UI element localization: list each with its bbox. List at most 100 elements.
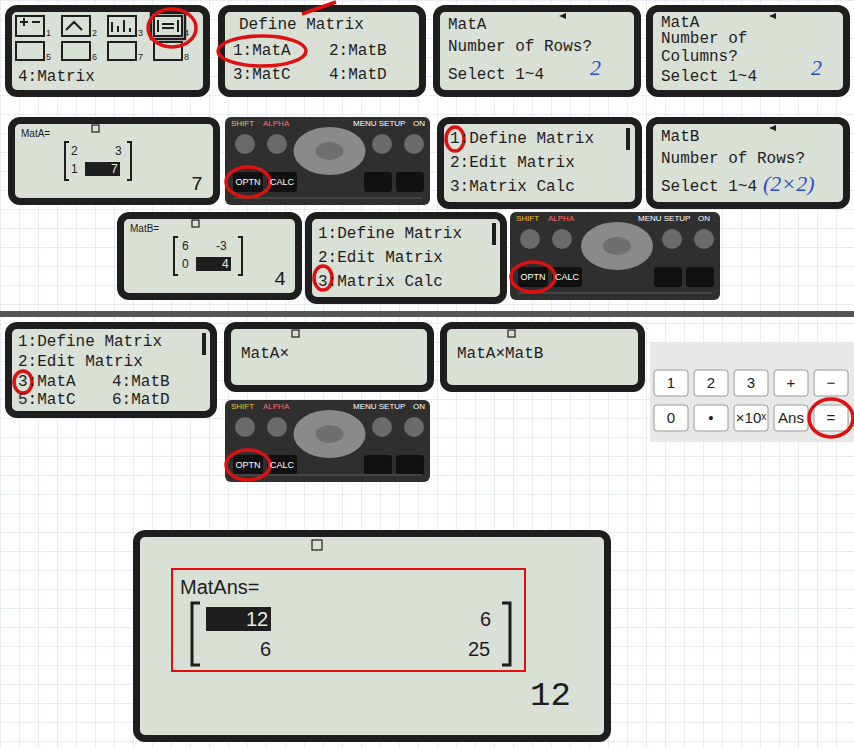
screen-text: Number of Columns? — [661, 30, 761, 66]
key-label: 0 — [654, 409, 688, 427]
calculator-screen: MatAns= 12 6 6 25 12 — [133, 530, 611, 742]
calculator-screen: MatANumber of Columns? Select 1~4 2 — [646, 5, 850, 97]
screen-text: 3:Matrix Calc — [450, 178, 575, 196]
screen-text: MatB — [661, 128, 699, 146]
calculator-screen: Define Matrix1:MatA2:MatB3:MatC4:MatD — [218, 5, 426, 97]
screen-text: 3 — [138, 28, 143, 38]
screen-text: 25 — [468, 637, 490, 661]
key-label: CALC — [267, 459, 297, 471]
screen-text: 12 — [530, 677, 571, 715]
key-label: MENU SETUP — [353, 119, 405, 129]
key-label: = — [814, 409, 848, 427]
keypad-illustration — [510, 212, 720, 300]
screen-text: 5:MatC — [18, 391, 76, 409]
screen-text: 2 — [92, 28, 97, 38]
key-label: MENU SETUP — [353, 402, 405, 412]
calculator-screen: MatB=6-3044 — [117, 212, 302, 300]
screen-text: 6 — [182, 239, 189, 253]
key-label: OPTN — [233, 459, 263, 471]
screen-text: 6:MatD — [112, 391, 170, 409]
keypad-group — [225, 117, 854, 482]
screen-text: 12 — [206, 607, 271, 631]
screen-text: Number of Rows? — [448, 38, 592, 56]
key-label: 2 — [694, 374, 728, 392]
screen-text: 1:Define Matrix — [18, 333, 162, 351]
number-keypad — [650, 342, 854, 442]
screen-text: 3:Matrix Calc — [318, 273, 443, 291]
screen-text: 6 — [260, 637, 271, 661]
key-label: ALPHA — [263, 119, 289, 129]
key-label: SHIFT — [231, 119, 254, 129]
screen-text: 1 — [71, 162, 78, 176]
handwritten-note: (2×2) — [763, 172, 815, 196]
screen-text: 3:MatA — [18, 373, 76, 391]
separator-bar — [0, 311, 854, 317]
screen-text: 4:MatD — [329, 66, 387, 84]
screen-text: -3 — [216, 239, 227, 253]
screen-text: 2 — [71, 144, 78, 158]
screen-text: 3 — [115, 144, 122, 158]
keypad-illustration — [225, 117, 430, 205]
key-label: ALPHA — [548, 214, 574, 224]
screen-text: 7 — [191, 174, 203, 196]
calculator-screen: 1:Define Matrix2:Edit Matrix3:Matrix Cal… — [437, 117, 642, 209]
screen-text: 2:Edit Matrix — [18, 353, 143, 371]
key-label: Ans — [774, 409, 808, 427]
screen-text: 4:MatB — [112, 373, 170, 391]
key-label: 1 — [654, 374, 688, 392]
calculator-screen: MatBNumber of Rows?Select 1~4(2×2) — [646, 117, 850, 209]
key-label: + — [774, 374, 808, 392]
screen-text: Select 1~4 — [661, 178, 757, 196]
handwritten-note: 2 — [811, 56, 822, 80]
key-label: SHIFT — [231, 402, 254, 412]
key-label: CALC — [267, 176, 297, 188]
screen-text: 4 — [274, 269, 286, 291]
key-label: OPTN — [518, 271, 548, 283]
key-label: • — [694, 409, 728, 427]
calculator-screen: MatA Number of Rows? Select 1~4 2 — [433, 5, 641, 97]
screen-text: 7 — [138, 52, 143, 62]
screen-text: 2:MatB — [329, 42, 387, 60]
handwritten-note: 2 — [590, 56, 601, 80]
key-label: MENU SETUP — [638, 214, 690, 224]
screen-text: 2:Edit Matrix — [318, 249, 443, 267]
screen-text: MatA — [448, 16, 486, 34]
key-label: ON — [413, 119, 425, 129]
calculator-screen: 1:Define Matrix 2:Edit Matrix 3:Matrix Cal… — [305, 212, 507, 304]
screen-text: Define Matrix — [239, 16, 364, 34]
key-label: ON — [698, 214, 710, 224]
key-label: − — [814, 374, 848, 392]
keypad-illustration — [225, 400, 430, 482]
key-label: ALPHA — [263, 402, 289, 412]
screen-text: MatA — [661, 14, 699, 32]
screen-text: 7 — [85, 162, 120, 176]
screen-text: 4 — [184, 28, 189, 38]
screen-text: 3:MatC — [233, 66, 291, 84]
screen-text: 5 — [46, 52, 51, 62]
calculator-screen: MatA=23177 — [8, 117, 220, 205]
screen-text: MatAns= — [180, 575, 259, 599]
key-label: CALC — [552, 271, 582, 283]
screen-text: MatB= — [130, 223, 159, 235]
screen-text: 6 — [480, 607, 491, 631]
key-label: ×10ˣ — [734, 409, 768, 427]
screen-text: 8 — [184, 52, 189, 62]
screen-text: 4 — [196, 257, 231, 271]
screen-text: 1:Define Matrix — [450, 130, 594, 148]
key-label: SHIFT — [516, 214, 539, 224]
screen-text: MatA= — [21, 128, 50, 140]
screen-text: 0 — [182, 257, 189, 271]
key-label: OPTN — [233, 176, 263, 188]
calculator-screen: 1:Define Matrix 2:Edit Matrix 3:MatA 4:MatB… — [5, 322, 217, 418]
key-label: ON — [413, 402, 425, 412]
screen-text: Select 1~4 — [448, 66, 544, 84]
screen-text: 4:Matrix — [18, 68, 95, 86]
screen-text: 1:Define Matrix — [318, 225, 462, 243]
screen-text: MatA×MatB — [457, 345, 543, 363]
calculator-screen: MatA×MatB — [440, 322, 645, 392]
screen-text: Select 1~4 — [661, 68, 757, 86]
calculator-screen: 123456784:Matrix — [5, 5, 210, 97]
calculator-screen: MatA× — [224, 322, 434, 392]
